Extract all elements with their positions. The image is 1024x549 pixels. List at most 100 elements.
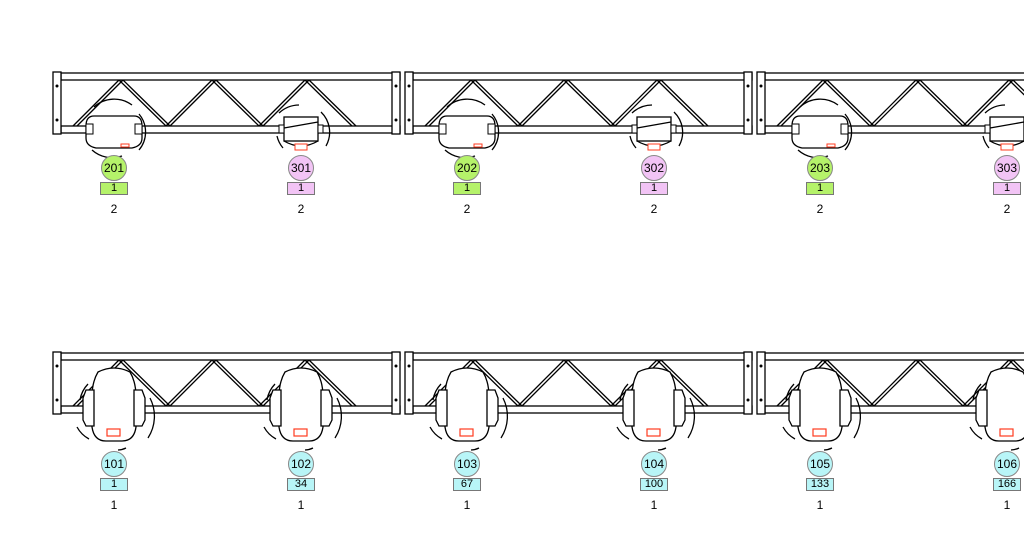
count-label: 2 — [816, 202, 824, 216]
end-plate — [743, 71, 753, 135]
indicator — [459, 428, 474, 437]
count-label: 2 — [110, 202, 118, 216]
bolt — [407, 364, 411, 368]
diagonal-brace — [165, 359, 213, 407]
yoke-right — [839, 389, 852, 427]
wash-body — [791, 115, 849, 149]
address-box: 1 — [100, 182, 128, 195]
count-label: 1 — [463, 498, 471, 512]
diagonal-brace — [215, 79, 264, 127]
fixture-201 — [85, 98, 147, 159]
address-box: 34 — [287, 478, 315, 491]
top-chord — [764, 352, 1024, 361]
address-box: 133 — [806, 478, 834, 491]
diagonal-brace — [169, 359, 217, 407]
yoke-left — [975, 389, 988, 427]
detail-line — [636, 121, 672, 129]
count-label: 2 — [463, 202, 471, 216]
yoke-left — [984, 124, 991, 134]
top-chord — [60, 72, 401, 81]
indicator — [473, 143, 483, 148]
bolt — [407, 398, 411, 402]
indicator — [826, 143, 836, 148]
diagonal-brace — [919, 79, 968, 127]
yoke-right — [487, 123, 496, 135]
diagonal-brace — [424, 79, 472, 127]
address-box: 1 — [640, 182, 668, 195]
diagonal-brace — [517, 359, 565, 407]
rotation-arc — [969, 383, 1020, 451]
yoke-right — [317, 124, 324, 134]
bolt — [759, 84, 763, 88]
bolt — [746, 118, 750, 122]
upper-truss — [52, 71, 1024, 135]
count-label: 2 — [1003, 202, 1011, 216]
truss-segment — [52, 351, 401, 415]
diagonal-brace — [258, 79, 306, 127]
fixture-301 — [276, 104, 331, 151]
rotation-arc — [263, 383, 343, 451]
diagonal-brace — [211, 359, 260, 407]
diagonal-brace — [1012, 359, 1024, 372]
yoke-left — [631, 124, 638, 134]
diagonal-brace — [610, 79, 658, 127]
diagonal-brace — [660, 79, 709, 127]
yoke-left — [82, 389, 95, 427]
address-box: 1 — [287, 182, 315, 195]
rotation-arc — [782, 383, 862, 451]
address-box: 1 — [993, 182, 1021, 195]
diagonal-brace — [118, 359, 167, 407]
yoke-right — [486, 389, 499, 427]
bolt — [407, 118, 411, 122]
diagonal-brace — [474, 359, 523, 407]
top-chord — [412, 352, 753, 361]
fixture-105 — [782, 367, 862, 451]
channel-circle: 104 — [641, 451, 667, 477]
detail-line — [989, 121, 1024, 129]
wash-body — [989, 116, 1024, 142]
rotation-arc — [429, 383, 509, 451]
yoke-right — [670, 124, 677, 134]
yoke-right — [133, 389, 146, 427]
yoke-left — [269, 389, 282, 427]
wash-body — [85, 115, 143, 149]
indicator — [120, 143, 130, 148]
diagonal-brace — [308, 79, 357, 127]
truss-segment — [404, 71, 753, 135]
bolt — [759, 364, 763, 368]
wash-body — [283, 116, 319, 142]
diagonal-brace — [614, 79, 662, 127]
indicator — [999, 428, 1014, 437]
indicator — [1000, 143, 1014, 151]
yoke-right — [840, 123, 849, 135]
diagonal-brace — [211, 79, 260, 127]
rotation-arc — [982, 104, 1006, 149]
bolt — [55, 118, 59, 122]
fixture-102 — [263, 367, 343, 451]
yoke-right — [320, 389, 333, 427]
diagonal-brace — [517, 79, 565, 127]
bolt — [759, 398, 763, 402]
bolt — [407, 84, 411, 88]
top-chord — [764, 72, 1024, 81]
diagonal-brace — [122, 359, 171, 407]
diagonal-brace — [262, 79, 310, 127]
bolt — [55, 364, 59, 368]
diagonal-brace — [567, 359, 616, 407]
end-plate — [404, 351, 414, 415]
diagonal-brace — [915, 79, 964, 127]
yoke-left — [622, 389, 635, 427]
indicator — [812, 428, 827, 437]
diagonal-brace — [1012, 79, 1024, 92]
diagonal-brace — [521, 79, 569, 127]
diagonal-brace — [869, 79, 917, 127]
count-label: 1 — [110, 498, 118, 512]
diagonal-brace — [165, 79, 213, 127]
count-label: 1 — [1003, 498, 1011, 512]
channel-circle: 103 — [454, 451, 480, 477]
bolt — [55, 84, 59, 88]
fixture-203 — [791, 98, 853, 159]
fixture-202 — [438, 98, 500, 159]
channel-circle: 203 — [807, 155, 833, 181]
diagonal-brace — [118, 79, 167, 127]
